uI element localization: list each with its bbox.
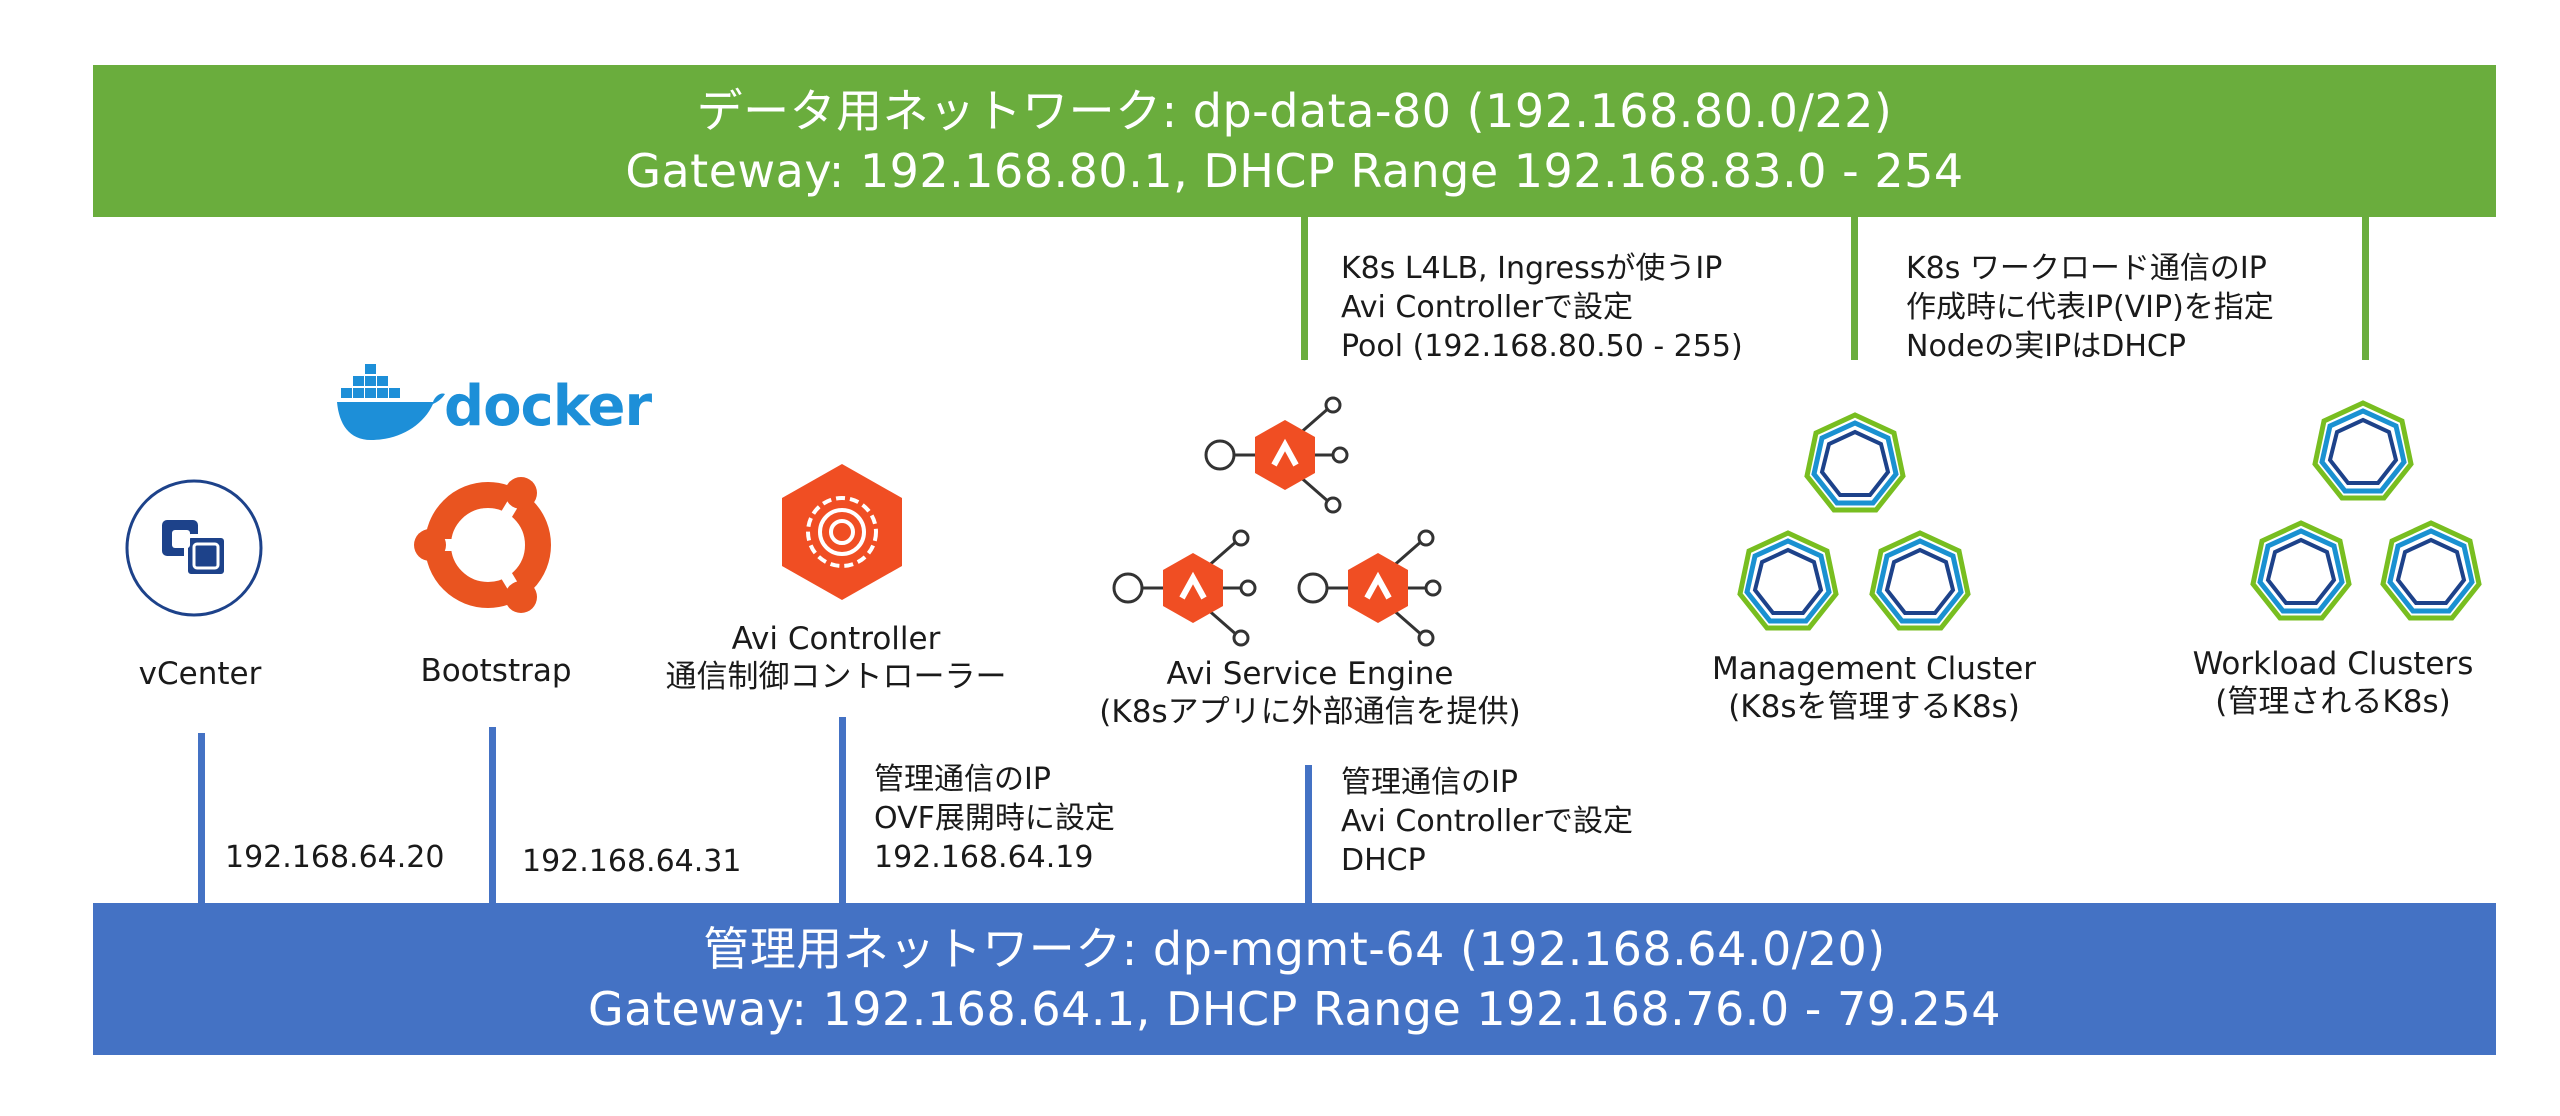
se-mgmt-note: 管理通信のIP Avi Controllerで設定 DHCP xyxy=(1341,763,1633,880)
caption-line: (K8sアプリに外部通信を提供) xyxy=(1099,694,1521,730)
se-data-note: K8s L4LB, Ingressが使うIP Avi Controllerで設定… xyxy=(1341,249,1743,366)
se-data-connector xyxy=(1301,217,1308,360)
note-line: Pool (192.168.80.50 - 255) xyxy=(1341,329,1743,364)
avi-service-engine-label: Avi Service Engine (K8sアプリに外部通信を提供) xyxy=(1099,655,1520,731)
note-line: K8s L4LB, Ingressが使うIP xyxy=(1341,251,1723,286)
note-line: 管理通信のIP xyxy=(1341,765,1518,800)
vcenter-icon xyxy=(125,479,263,617)
workload-clusters-label: Workload Clusters (管理されるK8s) xyxy=(2193,645,2474,721)
vcenter-label: vCenter xyxy=(139,655,262,693)
kubernetes-cluster-icon xyxy=(2312,400,2414,501)
avi-service-engine-icon xyxy=(1204,396,1349,514)
se-mgmt-connector xyxy=(1305,765,1312,903)
caption-line: 通信制御コントローラー xyxy=(665,659,1007,695)
data-network-gateway: Gateway: 192.168.80.1, DHCP Range 192.16… xyxy=(625,144,1964,198)
avi-service-engine-icon xyxy=(1297,529,1442,647)
data-network-title: データ用ネットワーク: dp-data-80 (192.168.80.0/22) xyxy=(696,84,1893,138)
note-line: DHCP xyxy=(1341,843,1426,878)
kubernetes-cluster-icon xyxy=(2380,520,2482,621)
vcenter-ip-label: 192.168.64.20 xyxy=(225,840,445,875)
kubernetes-cluster-icon xyxy=(2250,520,2352,621)
docker-wordmark: docker xyxy=(444,374,652,439)
ubuntu-icon xyxy=(414,477,551,613)
caption-line: (管理されるK8s) xyxy=(2215,684,2451,720)
bootstrap-ip-label: 192.168.64.31 xyxy=(522,844,742,879)
workload-data-connector xyxy=(2362,217,2369,360)
note-line: 作成時に代表IP(VIP)を指定 xyxy=(1906,290,2274,325)
caption-line: vCenter xyxy=(138,656,262,692)
note-line: K8s ワークロード通信のIP xyxy=(1906,251,2267,286)
note-line: Avi Controllerで設定 xyxy=(1341,804,1633,839)
avi-controller-label: Avi Controller 通信制御コントローラー xyxy=(666,620,1007,696)
kubernetes-cluster-icon xyxy=(1869,530,1971,631)
k8s-data-note: K8s ワークロード通信のIP 作成時に代表IP(VIP)を指定 Nodeの実I… xyxy=(1906,249,2274,366)
caption-line: (K8sを管理するK8s) xyxy=(1728,689,2020,725)
caption-line: Workload Clusters xyxy=(2192,646,2474,682)
caption-line: Avi Service Engine xyxy=(1166,656,1454,692)
mgmt-cluster-data-connector xyxy=(1851,217,1858,360)
vcenter-mgmt-connector xyxy=(198,733,205,903)
note-line: 192.168.64.19 xyxy=(874,840,1094,875)
note-line: Nodeの実IPはDHCP xyxy=(1906,329,2186,364)
note-line: 管理通信のIP xyxy=(874,762,1051,797)
management-cluster-label: Management Cluster (K8sを管理するK8s) xyxy=(1712,650,2036,726)
note-line: OVF展開時に設定 xyxy=(874,801,1115,836)
caption-line: Bootstrap xyxy=(420,653,572,689)
note-line: Avi Controllerで設定 xyxy=(1341,290,1633,325)
data-network-band: データ用ネットワーク: dp-data-80 (192.168.80.0/22)… xyxy=(93,65,2496,217)
kubernetes-cluster-icon xyxy=(1737,530,1839,631)
mgmt-network-band: 管理用ネットワーク: dp-mgmt-64 (192.168.64.0/20) … xyxy=(93,903,2496,1055)
avi-controller-icon xyxy=(782,464,902,600)
mgmt-network-title: 管理用ネットワーク: dp-mgmt-64 (192.168.64.0/20) xyxy=(703,922,1886,976)
bootstrap-mgmt-connector xyxy=(489,727,496,903)
mgmt-network-gateway: Gateway: 192.168.64.1, DHCP Range 192.16… xyxy=(588,982,2001,1036)
avi-service-engine-icon xyxy=(1112,529,1257,647)
caption-line: Management Cluster xyxy=(1711,651,2037,687)
controller-mgmt-connector xyxy=(839,717,846,903)
docker-icon xyxy=(337,364,445,440)
bootstrap-label: Bootstrap xyxy=(420,652,571,690)
caption-line: Avi Controller xyxy=(731,621,941,657)
kubernetes-cluster-icon xyxy=(1804,412,1906,513)
controller-mgmt-note: 管理通信のIP OVF展開時に設定 192.168.64.19 xyxy=(874,760,1115,877)
